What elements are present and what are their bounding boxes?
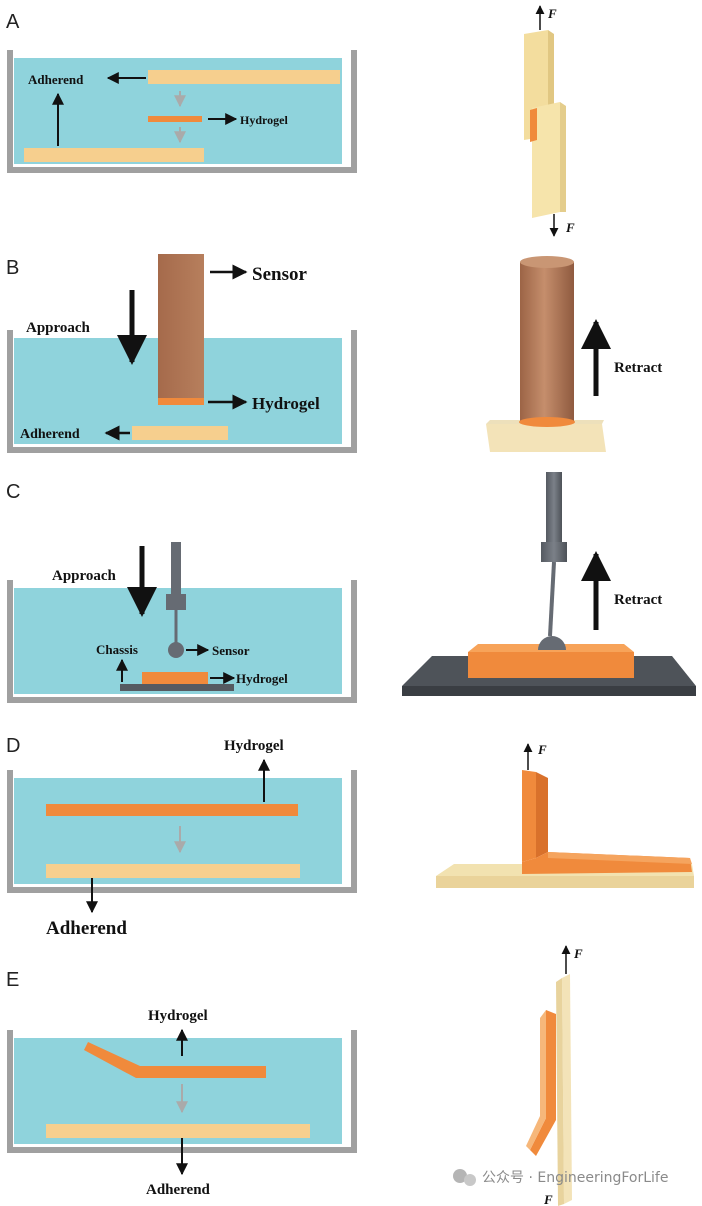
adherend-bottom [24,148,204,162]
probe-tack-3d [486,256,606,452]
hydrogel-strip [46,804,298,816]
panel-letter-e: E [6,969,19,991]
t-peel-3d [436,770,694,888]
label-sensor: Sensor [252,264,307,285]
label-hydrogel: Hydrogel [236,671,288,686]
adherend-strip [46,1124,310,1138]
chassis-plate [120,684,234,691]
force-top-label: F [547,6,557,21]
adherend-plate [132,426,228,440]
label-hydrogel: Hydrogel [148,1008,208,1024]
force-label: F [537,742,547,757]
label-sensor: Sensor [212,643,250,658]
label-chassis: Chassis [96,642,138,657]
label-adherend: Adherend [20,427,80,442]
label-approach: Approach [26,320,91,336]
hydrogel-layer [142,672,208,684]
label-adherend: Adherend [28,72,84,87]
label-adherend: Adherend [46,918,127,939]
force-bottom-label: F [543,1192,553,1206]
adherend-strip [46,864,300,878]
label-retract: Retract [614,592,662,608]
probe-slab-3d [402,472,696,696]
tank [7,770,357,893]
label-hydrogel: Hydrogel [240,113,288,127]
hydrogel-peel-strip [84,1042,266,1078]
label-hydrogel: Hydrogel [252,394,320,413]
sensor-rod [158,254,204,398]
panel-e: E Hydrogel Adherend F F [6,945,583,1206]
adherend-top [148,70,340,84]
probe-ball [168,642,184,658]
panel-letter-c: C [6,481,20,503]
panel-letter-d: D [6,735,20,757]
label-retract: Retract [614,360,662,376]
label-adherend: Adherend [146,1182,211,1198]
peel-3d [526,974,572,1206]
panel-c: C Approach Sensor Chassis Hydrogel Retra… [6,472,696,703]
label-hydrogel: Hydrogel [224,738,284,754]
force-top-label: F [573,946,583,961]
tank [7,580,357,703]
hydrogel-strip [148,116,202,122]
panel-letter-a: A [6,11,20,33]
panel-d: D Hydrogel Adherend F [6,735,694,939]
force-bottom-label: F [565,220,575,235]
watermark-text: 公众号 · EngineeringForLife [482,1170,668,1186]
probe-clamp [166,594,186,610]
tank [7,330,357,453]
watermark: 公众号 · EngineeringForLife [453,1169,668,1186]
panel-b: B Sensor Approach Hydrogel Adherend Retr… [6,254,662,453]
probe-shaft [171,542,181,594]
lap-shear-3d [524,30,566,218]
panel-a: A Adherend Hydrogel F F [6,5,575,237]
label-approach: Approach [52,568,117,584]
hydrogel-tip [158,398,204,405]
wechat-icon [453,1169,467,1183]
panel-letter-b: B [6,257,19,279]
tank [7,50,357,173]
